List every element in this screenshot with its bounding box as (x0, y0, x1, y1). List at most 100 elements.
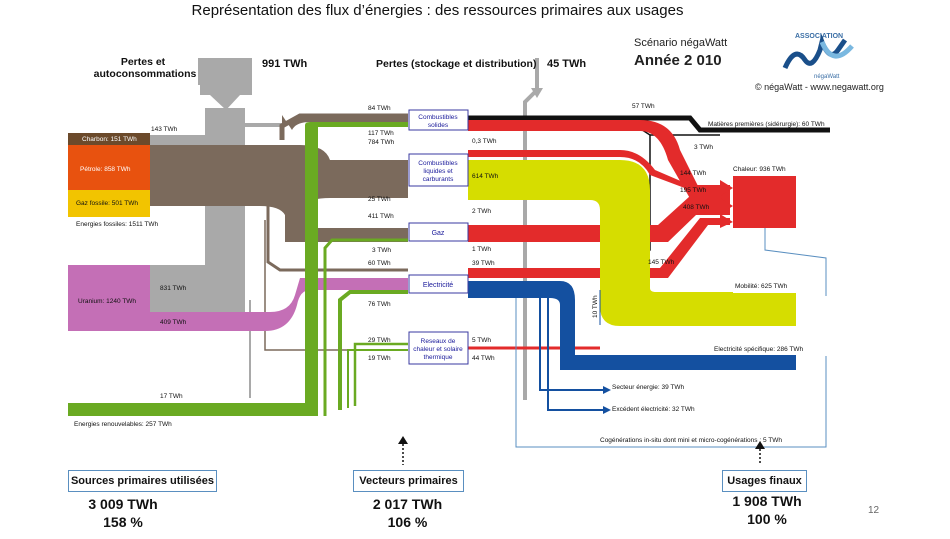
renewable-flows (150, 122, 408, 416)
label-25: 25 TWh (368, 196, 391, 203)
use-mobilite-box (733, 293, 796, 326)
scenario-label: Scénario négaWatt (634, 37, 728, 49)
storage-losses-line (523, 58, 539, 400)
source-renouvelables (68, 403, 150, 416)
usages-total-pct: 100 % (747, 511, 787, 527)
label-84: 84 TWh (368, 105, 391, 112)
pertes-label-1: Pertes et (121, 56, 166, 68)
label-5: 5 TWh (472, 337, 491, 344)
uranium-flow (150, 278, 408, 331)
label-39: 39 TWh (472, 260, 495, 267)
pertes-label-2: autoconsommations (94, 68, 197, 80)
use-elec-specifique-box (733, 355, 796, 370)
usages-total-twh: 1 908 TWh (732, 493, 802, 509)
flow-value-labels: 143 TWh 84 TWh 117 TWh 784 TWh 25 TWh 41… (151, 103, 713, 400)
label-831: 831 TWh (160, 285, 187, 292)
label-19: 19 TWh (368, 355, 391, 362)
source-gaz (68, 190, 150, 217)
label-784: 784 TWh (368, 139, 395, 146)
label-195: 195 TWh (680, 187, 707, 194)
gas-flows (468, 120, 796, 350)
vecteurs-total-twh: 2 017 TWh (372, 496, 443, 512)
label-3b: 3 TWh (694, 144, 713, 151)
source-charbon-label: Charbon: 151 TWh (82, 136, 137, 143)
svg-text:négaWatt: négaWatt (814, 74, 840, 80)
fossil-flows (150, 113, 408, 351)
vector-reseaux-box (408, 331, 469, 365)
label-3a: 3 TWh (372, 247, 391, 254)
page-title: Représentation des flux d’énergies : des… (191, 2, 684, 19)
label-1: 1 TWh (472, 246, 491, 253)
vector-gaz-box (408, 222, 469, 242)
svg-text:Gaz: Gaz (432, 230, 445, 237)
svg-text:carburants: carburants (423, 176, 454, 183)
copyright-label: © négaWatt - www.negawatt.org (755, 82, 884, 92)
label-408: 408 TWh (683, 204, 710, 211)
label-29: 29 TWh (368, 337, 391, 344)
sources (68, 133, 205, 416)
vector-boxes: Combustibles solides Combustibles liquid… (408, 109, 469, 365)
stockage-value: 45 TWh (547, 58, 586, 70)
source-renouvelables-label: Energies renouvelables: 257 TWh (74, 421, 172, 428)
source-petrole (68, 145, 150, 190)
column-arrows (398, 436, 765, 465)
label-0-3: 0,3 TWh (472, 138, 497, 145)
label-145: 145 TWh (648, 259, 675, 266)
svg-text:Reseaux de: Reseaux de (421, 338, 456, 345)
electricity-flows (468, 228, 827, 448)
use-excedent-label: Excédent électricité: 32 TWh (612, 406, 695, 413)
losses-arrow (200, 85, 252, 110)
page-number: 12 (868, 505, 880, 516)
loss-labels: Pertes et autoconsommations 991 TWh Pert… (94, 56, 587, 80)
losses-trunk (205, 108, 245, 313)
source-charbon (68, 133, 150, 145)
negawatt-logo: ASSOCIATION négaWatt (782, 33, 854, 80)
svg-text:chaleur et solaire: chaleur et solaire (413, 346, 463, 353)
svg-text:thermique: thermique (424, 354, 453, 361)
sources-total-twh: 3 009 TWh (88, 496, 158, 512)
annee-label: Année 2 010 (634, 52, 722, 69)
pertes-value: 991 TWh (262, 58, 308, 70)
label-17: 17 TWh (160, 393, 183, 400)
label-60: 60 TWh (368, 260, 391, 267)
source-uranium (68, 265, 150, 331)
label-143: 143 TWh (151, 126, 178, 133)
svg-text:solides: solides (428, 122, 449, 129)
use-chaleur-label: Chaleur: 936 TWh (733, 166, 786, 173)
source-fossiles-label: Energies fossiles: 1511 TWh (76, 221, 159, 228)
vector-solides-box (408, 109, 469, 131)
label-117: 117 TWh (368, 130, 394, 137)
use-matieres-label: Matières premières (sidérurgie): 60 TWh (708, 121, 825, 128)
source-uranium-label: Uranium: 1240 TWh (78, 298, 136, 305)
svg-text:Combustibles: Combustibles (418, 160, 458, 167)
svg-text:liquides et: liquides et (423, 168, 452, 175)
source-gaz-label: Gaz fossile: 501 TWh (76, 200, 138, 207)
losses-box (198, 58, 252, 85)
sources-total-box: Sources primaires utilisées (68, 470, 217, 492)
label-144: 144 TWh (680, 170, 707, 177)
source-petrole-label: Pétrole: 858 TWh (80, 166, 131, 173)
liquid-fuel-flows (468, 160, 796, 326)
svg-text:ASSOCIATION: ASSOCIATION (795, 33, 843, 40)
vecteurs-total-pct: 106 % (387, 514, 428, 530)
svg-text:Combustibles: Combustibles (418, 114, 458, 121)
label-10: 10 TWh (592, 295, 599, 318)
use-mobilite-label: Mobilité: 625 TWh (735, 283, 788, 290)
label-614: 614 TWh (472, 173, 499, 180)
label-76: 76 TWh (368, 301, 391, 308)
label-411: 411 TWh (368, 213, 394, 220)
svg-text:Electricité: Electricité (423, 282, 453, 289)
usages-total-box: Usages finaux (722, 470, 807, 492)
vector-electricite-box (408, 274, 469, 294)
use-cogen-label: Cogénérations in-situ dont mini et micro… (600, 437, 782, 444)
use-labels: Matières premières (sidérurgie): 60 TWh … (600, 121, 825, 444)
use-chaleur-box (733, 176, 796, 228)
label-409: 409 TWh (160, 319, 187, 326)
use-secteur-energie-label: Secteur énergie: 39 TWh (612, 384, 685, 391)
label-44: 44 TWh (472, 355, 495, 362)
vecteurs-total-box: Vecteurs primaires (353, 470, 464, 492)
use-elec-specifique-label: Electricité spécifique: 286 TWh (714, 346, 803, 353)
source-labels: Charbon: 151 TWh Pétrole: 858 TWh Gaz fo… (74, 136, 172, 428)
